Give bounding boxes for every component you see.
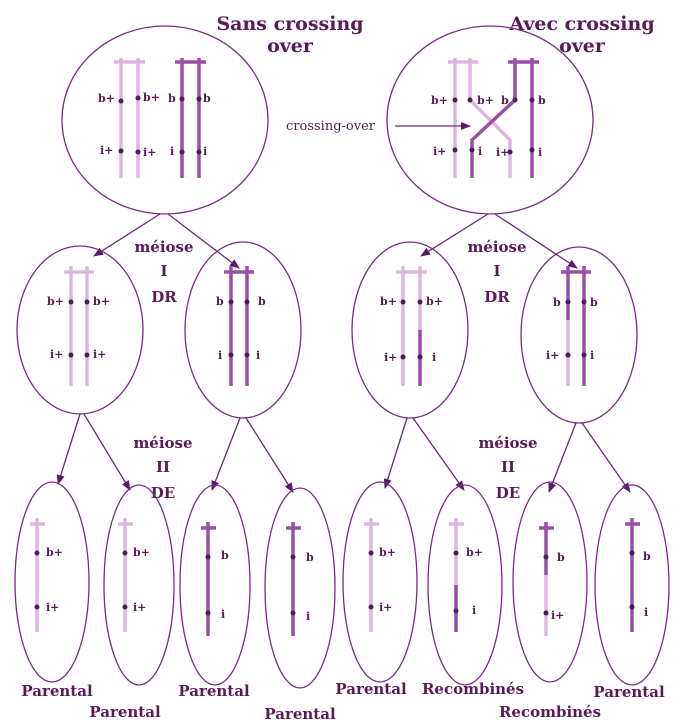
allele-label: b+ <box>466 546 483 559</box>
meiosis-1-label: méiose <box>134 238 193 256</box>
result-label: Parental <box>178 682 250 700</box>
crossing-over-label: crossing-over <box>286 119 376 134</box>
gamete-cell <box>179 484 251 686</box>
gamete-cell <box>103 484 175 686</box>
allele-label: b+ <box>93 295 110 308</box>
allele-label: i <box>478 145 482 158</box>
parent-cell-with-crossing <box>386 25 594 215</box>
allele-label: i <box>432 351 436 364</box>
allele-label: b <box>258 295 266 308</box>
allele-label: b+ <box>477 94 494 107</box>
allele-label: i+ <box>143 146 156 159</box>
meiosis-2-numeral: II <box>501 458 515 476</box>
allele-label: i <box>203 145 207 158</box>
gamete-cell <box>512 481 588 683</box>
allele-label: b <box>590 296 598 309</box>
gamete-cell <box>14 481 90 683</box>
allele-label: i <box>590 349 594 362</box>
meiosis-1-type: DR <box>484 288 510 306</box>
meiosis-1-numeral: I <box>160 262 167 280</box>
allele-label: b+ <box>133 546 150 559</box>
title-without-crossing-line2: over <box>267 35 314 57</box>
allele-label: b+ <box>431 94 448 107</box>
allele-label: i+ <box>46 601 59 614</box>
allele-label: b <box>168 92 176 105</box>
result-label: Parental <box>21 682 93 700</box>
meiosis-2-type: DE <box>496 484 520 502</box>
allele-label: b <box>553 296 561 309</box>
meiosis-2-label: méiose <box>133 434 192 452</box>
allele-label: b <box>306 551 314 564</box>
allele-label: b <box>203 92 211 105</box>
title-with-crossing-line1: Avec crossing <box>508 13 654 35</box>
meiosis-2-numeral: II <box>156 458 170 476</box>
allele-label: b <box>501 94 509 107</box>
title-without-crossing-line1: Sans crossing <box>216 13 363 35</box>
gamete-cell <box>342 481 418 683</box>
meiosis-2-type: DE <box>151 484 175 502</box>
meiosis-1-numeral: I <box>493 262 500 280</box>
meiosis-1-label: méiose <box>467 238 526 256</box>
allele-label: i+ <box>93 348 106 361</box>
allele-label: b+ <box>380 295 397 308</box>
allele-label: b+ <box>143 91 160 104</box>
result-label: Recombinés <box>422 680 524 698</box>
allele-label: i+ <box>546 349 559 362</box>
allele-label: i <box>221 608 225 621</box>
meiosis-1-cell <box>16 245 144 415</box>
meiosis-1-cell <box>184 241 302 419</box>
allele-label: b <box>221 549 229 562</box>
result-label: Parental <box>335 680 407 698</box>
result-label: Parental <box>89 703 161 721</box>
allele-label: b+ <box>98 92 115 105</box>
allele-label: i <box>306 610 310 623</box>
gamete-cell <box>427 484 503 686</box>
allele-label: i+ <box>100 144 113 157</box>
allele-label: i+ <box>433 145 446 158</box>
meiosis-2-label: méiose <box>478 434 537 452</box>
gamete-cell <box>594 484 670 686</box>
parent-cell-without-crossing <box>61 25 269 215</box>
result-label: Parental <box>264 705 336 722</box>
allele-label: b <box>643 550 651 563</box>
allele-label: i <box>256 349 260 362</box>
allele-label: i+ <box>133 601 146 614</box>
allele-label: b+ <box>426 295 443 308</box>
allele-label: i <box>538 146 542 159</box>
allele-label: b <box>216 295 224 308</box>
allele-label: i <box>644 606 648 619</box>
allele-label: i+ <box>551 609 564 622</box>
allele-label: i+ <box>496 146 509 159</box>
allele-label: i <box>218 349 222 362</box>
allele-label: i+ <box>379 601 392 614</box>
allele-label: b+ <box>379 546 396 559</box>
result-label: Recombinés <box>499 703 601 721</box>
allele-label: i+ <box>384 351 397 364</box>
title-with-crossing-line2: over <box>559 35 606 57</box>
gamete-cell <box>264 487 336 689</box>
meiosis-1-type: DR <box>151 288 177 306</box>
allele-label: b+ <box>46 546 63 559</box>
allele-label: b+ <box>47 295 64 308</box>
meiosis-1-cell <box>351 241 469 419</box>
result-label: Parental <box>593 683 665 701</box>
allele-label: i <box>170 145 174 158</box>
allele-label: i <box>472 604 476 617</box>
meiosis-1-cell <box>520 246 638 424</box>
allele-label: b <box>557 551 565 564</box>
allele-label: b <box>538 94 546 107</box>
allele-label: i+ <box>50 348 63 361</box>
